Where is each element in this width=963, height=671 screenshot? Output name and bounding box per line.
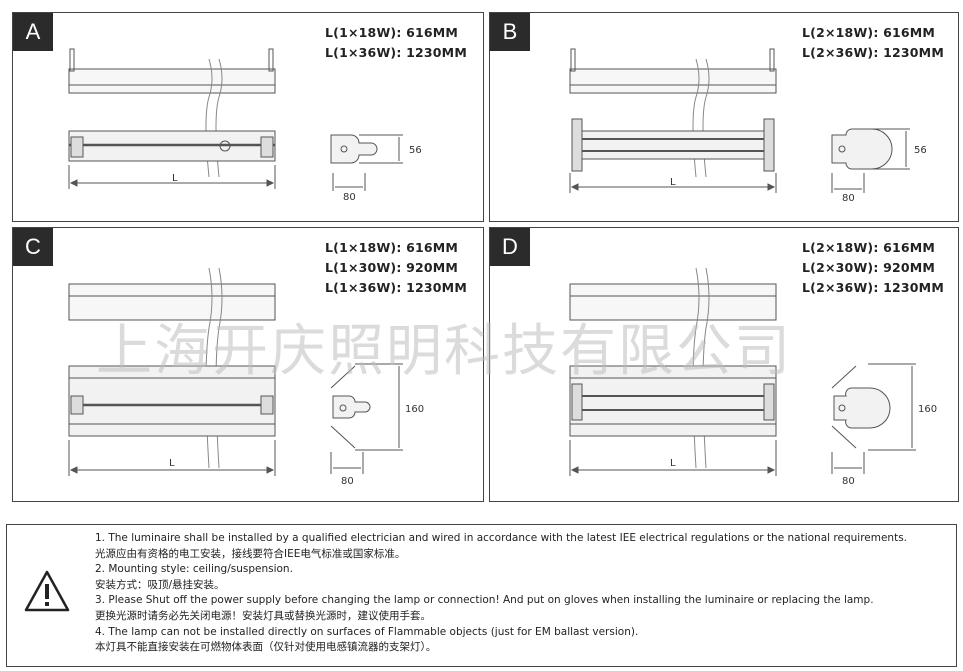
panel-label: A [13,13,53,51]
notes-list: 1. The luminaire shall be installed by a… [95,531,907,656]
height-label: 160 [405,404,424,415]
length-label: L [670,458,676,469]
width-label: 80 [341,476,354,487]
note-item: 本灯具不能直接安装在可燃物体表面（仅针对使用电感镇流器的支架灯）。 [95,641,437,654]
spec-line: L(2×36W): 1230MM [802,280,944,295]
length-label: L [169,458,175,469]
note-item: 2. Mounting style: ceiling/suspension. [95,563,293,576]
spec-line: L(1×18W): 616MM [325,25,459,40]
spec-line: L(2×18W): 616MM [802,240,936,255]
width-label: 80 [842,193,855,204]
installation-notes: 1. The luminaire shall be installed by a… [6,524,957,667]
spec-line: L(1×36W): 1230MM [325,45,467,60]
spec-line: L(2×18W): 616MM [802,25,936,40]
panel-b: B L(2×18W): 616MM L(2×36W): 1230MM [489,12,959,222]
height-label: 160 [918,404,937,415]
spec-line: L(1×30W): 920MM [325,260,459,275]
note-item: 3. Please Shut off the power supply befo… [95,594,874,607]
note-item: 光源应由有资格的电工安装，接线要符合IEE电气标准或国家标准。 [95,547,406,560]
panel-label: B [490,13,530,51]
length-label: L [670,177,676,188]
panel-d: D L(2×18W): 616MM L(2×30W): 920MM L(2×36… [489,227,959,502]
luminaire-drawing: L 80 160 [569,267,937,487]
length-label: L [172,173,178,184]
width-label: 80 [842,476,855,487]
panel-label: D [490,228,530,266]
height-label: 56 [914,145,927,156]
note-item: 安装方式：吸顶/悬挂安装。 [95,578,225,591]
spec-line: L(2×36W): 1230MM [802,45,944,60]
panel-specs: L(1×18W): 616MM L(1×30W): 920MM L(1×36W)… [325,238,467,298]
panel-label: C [13,228,53,266]
panel-specs: L(1×18W): 616MM L(1×36W): 1230MM [325,23,467,63]
note-item: 1. The luminaire shall be installed by a… [95,532,908,544]
spec-line: L(1×18W): 616MM [325,240,459,255]
luminaire-drawing: L 80 56 [569,48,927,204]
spec-line: L(1×36W): 1230MM [325,280,467,295]
note-item: 4. The lamp can not be installed directl… [95,625,639,638]
panel-specs: L(2×18W): 616MM L(2×30W): 920MM L(2×36W)… [802,238,944,298]
spec-line: L(2×30W): 920MM [802,260,936,275]
width-label: 80 [343,192,356,203]
warning-icon [24,570,70,612]
panel-a: A L(1×18W): 616MM L(1×36W): 1230MM [12,12,484,222]
note-item: 更换光源时请务必先关闭电源！安装灯具或替换光源时，建议使用手套。 [95,609,431,622]
panel-specs: L(2×18W): 616MM L(2×36W): 1230MM [802,23,944,63]
height-label: 56 [409,145,422,156]
luminaire-drawing: L 80 56 [68,48,422,203]
panel-c: C L(1×18W): 616MM L(1×30W): 920MM L(1×36… [12,227,484,502]
luminaire-drawing: L 80 160 [68,267,424,487]
